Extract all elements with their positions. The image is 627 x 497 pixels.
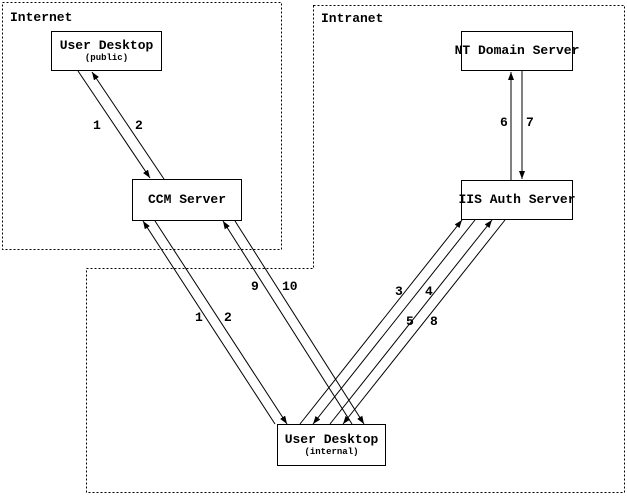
node-ccm-server-title: CCM Server	[147, 192, 226, 207]
node-ccm-server: CCM Server	[132, 179, 242, 221]
arrow-label-public-ccm-1: 1	[93, 118, 101, 133]
node-user-desktop-public: User Desktop (public)	[51, 31, 162, 71]
arrow-8-iis-to-internal-desktop	[342, 219, 506, 425]
node-nt-domain-server: NT Domain Server	[455, 31, 579, 71]
arrow-label-internal-ccm-2: 2	[224, 310, 232, 325]
node-user-desktop-public-subtitle: (public)	[84, 53, 129, 63]
node-iis-auth-server-title: IIS Auth Server	[458, 192, 576, 207]
node-user-desktop-internal: User Desktop (internal)	[277, 424, 386, 466]
arrow-label-internal-iis-8: 8	[430, 314, 438, 329]
node-user-desktop-internal-subtitle: (internal)	[304, 447, 359, 457]
internet-region-border	[2, 2, 282, 250]
arrow-3-internal-desktop-to-iis	[299, 219, 463, 425]
arrow-label-internal-ccm-1: 1	[195, 310, 203, 325]
arrow-5-internal-desktop-to-iis	[329, 219, 493, 425]
arrow-label-internal-iis-3: 3	[395, 284, 403, 299]
arrow-label-internal-ccm-10: 10	[282, 279, 298, 294]
arrow-10-ccm-to-internal-desktop	[234, 220, 365, 425]
node-nt-domain-server-title: NT Domain Server	[454, 43, 580, 58]
arrow-4-iis-to-internal-desktop	[312, 219, 476, 425]
arrow-label-internal-iis-5: 5	[406, 314, 414, 329]
node-iis-auth-server: IIS Auth Server	[458, 180, 576, 220]
node-user-desktop-internal-title: User Desktop	[284, 432, 379, 447]
intranet-region-label: Intranet	[321, 11, 384, 26]
node-user-desktop-public-title: User Desktop	[59, 38, 154, 53]
arrow-9-internal-desktop-to-ccm	[222, 220, 353, 425]
arrow-label-internal-iis-4: 4	[425, 284, 433, 299]
intranet-region-border	[86, 5, 625, 493]
arrow-2-ccm-to-public-desktop	[91, 71, 165, 180]
arrow-label-public-ccm-2: 2	[135, 118, 143, 133]
internet-region-label: Internet	[10, 10, 73, 25]
arrow-label-nt-iis-6: 6	[500, 115, 508, 130]
arrow-1-public-desktop-to-ccm	[77, 70, 151, 179]
arrow-1-internal-desktop-to-ccm	[142, 220, 276, 425]
arrow-label-internal-ccm-9: 9	[251, 279, 259, 294]
arrow-2-ccm-to-internal-desktop	[154, 220, 288, 425]
arrow-label-nt-iis-7: 7	[526, 115, 534, 130]
